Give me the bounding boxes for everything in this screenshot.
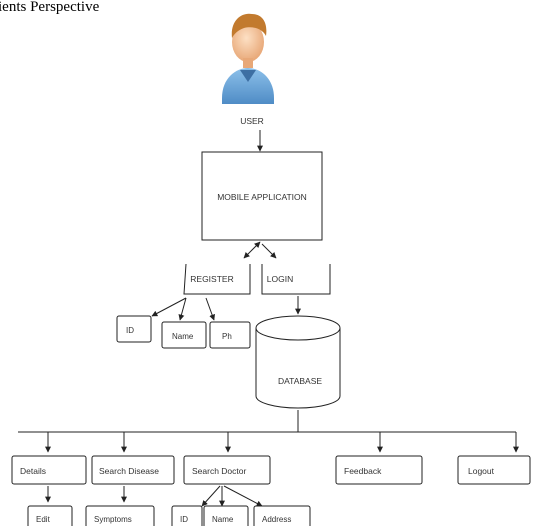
mobile-application-label: MOBILE APPLICATION — [217, 192, 307, 202]
register-name-box — [161, 321, 207, 349]
edit-label: Edit — [36, 515, 51, 524]
register-id-box — [116, 315, 152, 343]
user-avatar-icon — [222, 13, 274, 104]
arrow-doctor-to-address — [223, 485, 263, 507]
details-box — [11, 455, 87, 485]
doctor-id-box — [171, 505, 203, 526]
doctor-name-label: Name — [212, 515, 234, 524]
arrow-doctor-to-id — [201, 485, 221, 507]
register-label: REGISTER — [190, 274, 233, 284]
symptoms-label: Symptoms — [94, 515, 132, 524]
search-disease-label: Search Disease — [99, 466, 159, 476]
login-box — [261, 264, 331, 295]
doctor-address-label: Address — [262, 515, 291, 524]
doctor-id-label: ID — [180, 515, 188, 524]
arrow-app-to-login — [261, 243, 277, 259]
search-doctor-label: Search Doctor — [192, 466, 246, 476]
mobile-application-box — [201, 151, 323, 241]
page-heading: ients Perspective — [0, 0, 100, 15]
feedback-box — [335, 455, 423, 485]
register-ph-label: Ph — [222, 332, 232, 341]
logout-box — [457, 455, 531, 485]
register-id-label: ID — [126, 326, 134, 335]
details-label: Details — [20, 466, 46, 476]
arrow-register-to-ph — [205, 297, 215, 321]
search-disease-box — [91, 455, 175, 485]
login-label: LOGIN — [267, 274, 293, 284]
feedback-label: Feedback — [344, 466, 382, 476]
arrow-app-to-register — [243, 241, 261, 259]
user-label: USER — [240, 116, 264, 126]
symptoms-box — [85, 505, 155, 526]
register-box — [183, 263, 251, 295]
database-cylinder — [255, 315, 341, 409]
doctor-address-box — [253, 505, 311, 526]
edit-box — [27, 505, 73, 526]
arrow-register-to-id — [151, 297, 187, 317]
doctor-name-box — [203, 505, 249, 526]
arrow-register-to-name — [178, 297, 187, 321]
register-ph-box — [209, 321, 251, 349]
register-name-label: Name — [172, 332, 194, 341]
logout-label: Logout — [468, 466, 495, 476]
database-label: DATABASE — [278, 376, 322, 386]
search-doctor-box — [183, 455, 271, 485]
